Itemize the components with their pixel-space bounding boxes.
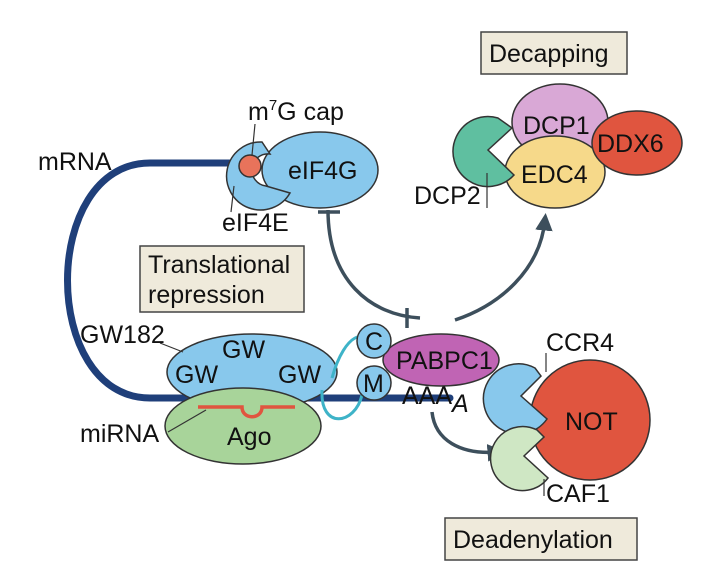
mirna-strand (198, 405, 295, 419)
eif4g-label: eIF4G (288, 157, 357, 185)
polya-tail-label: AAAA (402, 382, 469, 418)
gw182-leader (159, 342, 184, 353)
dcp1-label: DCP1 (523, 112, 590, 140)
pabpc1-label: PABPC1 (396, 347, 493, 375)
ccr4-label: CCR4 (546, 329, 614, 357)
gw182-label: GW182 (80, 321, 165, 349)
ccr4-protein (482, 363, 549, 435)
inhibition-arrow (326, 209, 421, 320)
decapping-box (480, 31, 628, 75)
caf1-label: CAF1 (546, 480, 610, 508)
c-domain-label: C (365, 328, 383, 356)
eif4e-label: eIF4E (222, 209, 289, 237)
translational-repression-box (139, 245, 305, 313)
gw-top-label: GW (222, 336, 265, 364)
decapping-label: Decapping (489, 40, 609, 68)
mrna-label: mRNA (38, 148, 112, 176)
dcp2-protein (452, 115, 516, 188)
gw-left-label: GW (175, 361, 218, 389)
ddx6-protein (591, 110, 683, 176)
deadenylation-arrow (430, 411, 505, 462)
pabpc1-protein (382, 333, 500, 387)
ago-label: Ago (227, 423, 271, 451)
mirna-leader (167, 409, 207, 433)
caf1-protein (489, 425, 550, 492)
decapping-arrow (454, 213, 553, 322)
m7g-cap-leader (251, 123, 256, 156)
not-label: NOT (565, 408, 618, 436)
m-domain-label: M (363, 370, 384, 398)
gw-right-label: GW (278, 361, 321, 389)
mrna-strand (64, 159, 454, 402)
deadenylation-label: Deadenylation (453, 526, 613, 554)
ddx6-label: DDX6 (597, 130, 664, 158)
m-domain (356, 365, 392, 401)
deadenylation-box (444, 517, 638, 561)
translational-label-1: Translational (148, 251, 290, 279)
eif4e-leader (230, 185, 235, 213)
dcp2-label: DCP2 (414, 182, 481, 210)
m7g-cap (238, 154, 262, 178)
mirna-label: miRNA (80, 420, 159, 448)
m7g-cap-label: m7G cap (248, 97, 344, 126)
edc4-label: EDC4 (521, 161, 588, 189)
eif4g-protein (261, 131, 379, 209)
c-domain (356, 323, 392, 359)
translational-label-2: repression (148, 281, 265, 309)
